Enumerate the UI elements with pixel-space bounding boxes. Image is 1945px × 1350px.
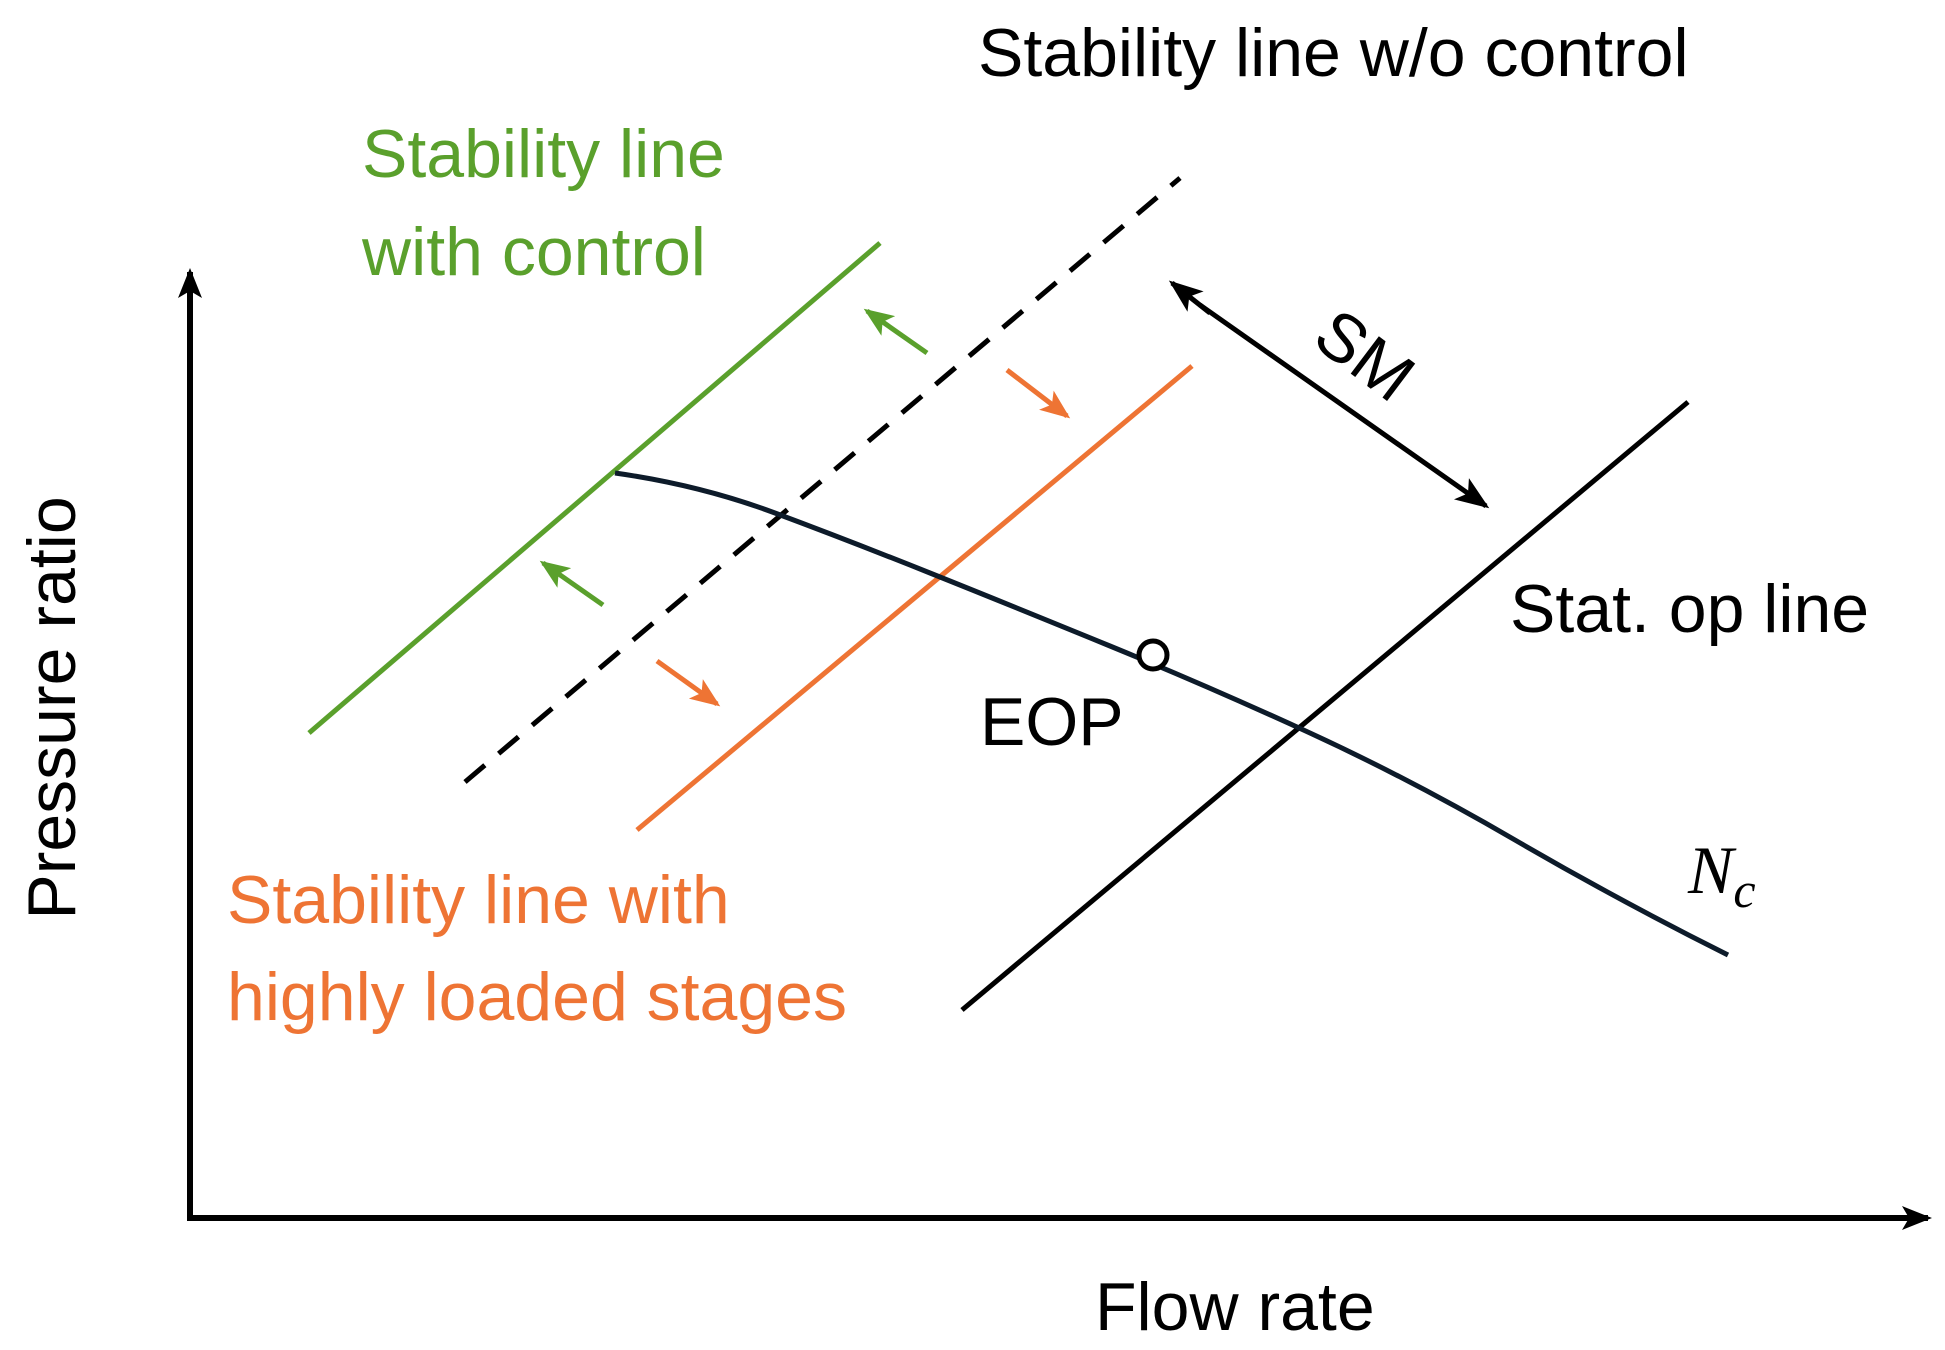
stability-line-highly-loaded: [635, 364, 1194, 832]
surge-margin-arrow-lower: [1198, 302, 1490, 509]
y-axis-label: Pressure ratio: [14, 496, 90, 919]
stationary-operating-line: [960, 400, 1690, 1012]
label-operating-line: Stat. op line: [1510, 571, 1869, 647]
operating-point-marker: [1136, 638, 1170, 672]
shift-arrow-green-upper: [863, 308, 929, 356]
label-stability-highly-loaded-line1: Stability line with: [227, 862, 730, 938]
stability-line-with-control: [307, 241, 882, 735]
label-operating-point: EOP: [980, 684, 1124, 760]
label-stability-with-control-line2: with control: [361, 214, 706, 290]
shift-arrow-green-lower: [539, 560, 605, 608]
shift-arrow-orange-lower: [655, 658, 721, 707]
label-stability-with-control-line1: Stability line: [362, 116, 725, 192]
speed-line-symbol: N: [1687, 832, 1737, 908]
label-stability-without-control: Stability line w/o control: [978, 15, 1689, 91]
x-axis-label: Flow rate: [1095, 1269, 1375, 1345]
speed-line-nc: [614, 470, 1730, 958]
label-speed-line: Nc: [1687, 832, 1756, 918]
shift-arrow-orange-upper: [1005, 368, 1071, 419]
stability-line-without-control: [463, 176, 1182, 784]
label-stability-highly-loaded-line2: highly loaded stages: [227, 959, 847, 1035]
label-surge-margin: SM: [1301, 294, 1428, 416]
speed-line-subscript: c: [1733, 862, 1755, 918]
